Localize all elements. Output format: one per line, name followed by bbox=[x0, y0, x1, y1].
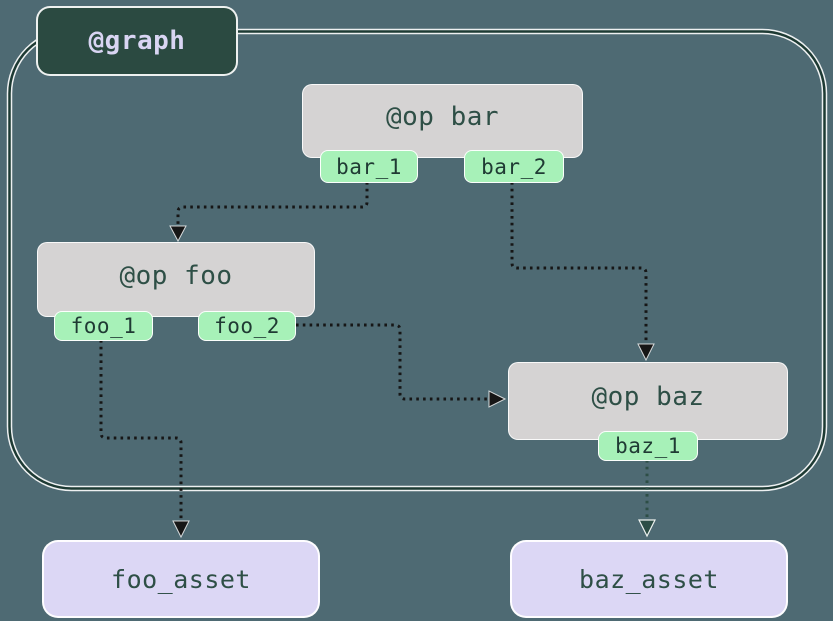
output-tab-baz-1-label: baz_1 bbox=[615, 434, 681, 458]
arrowhead-down-icon bbox=[169, 225, 187, 243]
output-tab-foo-2-label: foo_2 bbox=[214, 314, 280, 338]
output-tab-bar-2-label: bar_2 bbox=[481, 154, 547, 179]
op-node-foo: @op foo foo_1 foo_2 bbox=[37, 242, 315, 341]
edge-baz1-to-baz-asset bbox=[638, 460, 656, 538]
arrowhead-down-icon bbox=[172, 520, 190, 539]
output-tab-bar-1-label: bar_1 bbox=[336, 154, 402, 179]
output-tab-bar-2: bar_2 bbox=[464, 150, 564, 183]
edge-bar1-to-foo bbox=[169, 182, 369, 243]
op-node-bar: @op bar bar_1 bar_2 bbox=[302, 84, 583, 183]
arrowhead-right-icon bbox=[488, 390, 507, 408]
arrowhead-down-icon bbox=[638, 519, 656, 538]
edge-foo2-to-baz bbox=[296, 323, 507, 408]
arrowhead-down-icon bbox=[637, 343, 655, 362]
edge-foo1-to-foo-asset bbox=[99, 340, 190, 539]
asset-baz-label: baz_asset bbox=[579, 564, 719, 594]
asset-node-foo-asset: foo_asset bbox=[42, 540, 320, 618]
asset-node-baz-asset: baz_asset bbox=[510, 540, 788, 618]
graph-label-text: @graph bbox=[88, 26, 186, 56]
op-node-baz: @op baz baz_1 bbox=[508, 362, 788, 461]
graph-container-border bbox=[6, 28, 828, 492]
asset-foo-label: foo_asset bbox=[111, 564, 251, 594]
op-foo-label: @op foo bbox=[119, 260, 233, 291]
edge-bar2-to-baz bbox=[510, 182, 655, 362]
op-baz-label: @op baz bbox=[591, 382, 705, 412]
output-tab-bar-1: bar_1 bbox=[320, 150, 418, 183]
graph-label: @graph bbox=[36, 6, 238, 76]
output-tab-foo-1: foo_1 bbox=[54, 311, 153, 341]
op-bar-label: @op bar bbox=[385, 102, 500, 132]
output-tab-foo-2: foo_2 bbox=[198, 311, 296, 341]
output-tab-baz-1: baz_1 bbox=[598, 431, 698, 461]
output-tab-foo-1-label: foo_1 bbox=[70, 314, 137, 338]
